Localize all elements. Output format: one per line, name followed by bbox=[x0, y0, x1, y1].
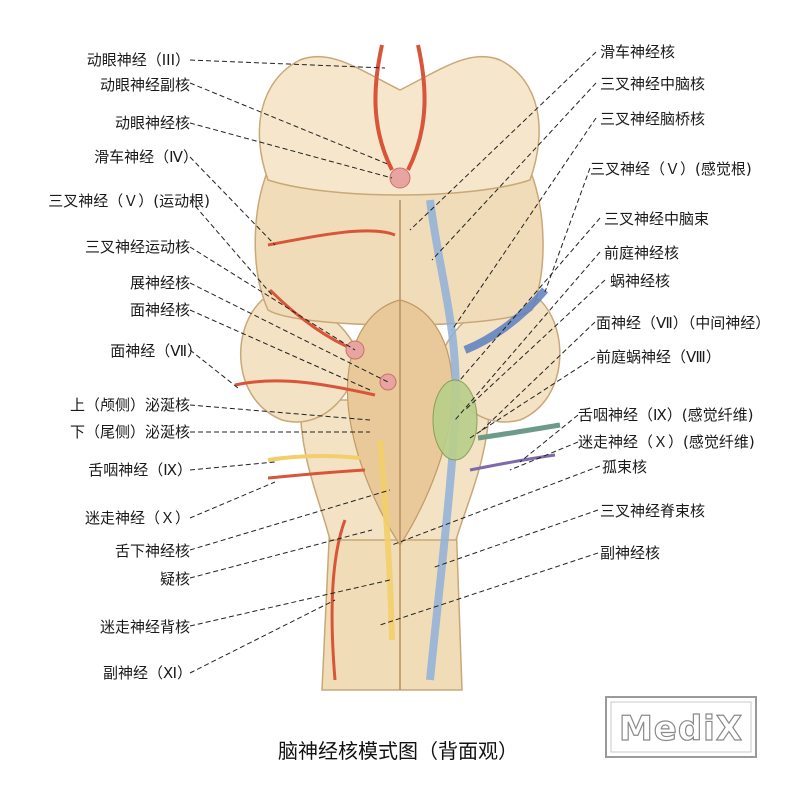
label-trigeminal-sensory-root: 三叉神经（Ｖ）(感觉根) bbox=[590, 160, 752, 178]
leader-lines-left bbox=[189, 59, 393, 674]
label-dorsal-vagal-nucleus: 迷走神经背核 bbox=[100, 618, 190, 636]
labels-right: 滑车神经核 三叉神经中脑核 三叉神经脑桥核 三叉神经（Ｖ）(感觉根) 三叉神经中… bbox=[578, 43, 770, 562]
accessory-nerve bbox=[330, 519, 347, 681]
oculomotor-nerve-left bbox=[373, 44, 394, 171]
oculomotor-nerve-right bbox=[406, 44, 427, 171]
label-vestibular-nucleus: 前庭神经核 bbox=[604, 244, 679, 262]
medix-logo: MediX bbox=[605, 696, 757, 758]
label-mesencephalic-trigeminal-nucleus: 三叉神经中脑核 bbox=[600, 75, 705, 93]
label-superior-salivatory-nucleus: 上（颅侧）泌涎核 bbox=[70, 396, 190, 414]
label-solitary-nucleus: 孤束核 bbox=[602, 458, 647, 476]
diagram-title: 脑神经核模式图（背面观） bbox=[278, 739, 518, 763]
label-hypoglossal-nucleus: 舌下神经核 bbox=[115, 542, 190, 560]
medix-logo-text: MediX bbox=[619, 709, 743, 749]
label-facial-nucleus: 面神经核 bbox=[130, 301, 190, 319]
leader-lines-right bbox=[379, 51, 606, 626]
label-facial-nerve: 面神经（Ⅶ） bbox=[110, 342, 202, 360]
label-cochlear-nucleus: 蜗神经核 bbox=[610, 272, 670, 290]
vestibulocochlear-nerve bbox=[477, 422, 561, 441]
label-nucleus-ambiguus: 疑核 bbox=[160, 570, 190, 588]
label-spinal-trigeminal-nucleus: 三叉神经脊束核 bbox=[600, 502, 705, 520]
midbrain bbox=[258, 55, 540, 196]
label-glossopharyngeal-nerve: 舌咽神经（Ⅸ） bbox=[88, 461, 192, 479]
vestibular-nucleus bbox=[432, 379, 478, 461]
labels-left: 动眼神经（III） 动眼神经副核 动眼神经核 滑车神经（Ⅳ） 三叉神经（Ｖ）(运… bbox=[48, 51, 210, 682]
label-pontine-trigeminal-nucleus: 三叉神经脑桥核 bbox=[600, 110, 705, 128]
label-vagus-sensory: 迷走神经（Ｘ）(感觉纤维) bbox=[578, 433, 755, 451]
trochlear-nerve bbox=[267, 229, 396, 247]
label-trochlear-nerve: 滑车神经（Ⅳ） bbox=[94, 148, 198, 166]
brainstem-illustration bbox=[234, 44, 561, 691]
oculomotor-nucleus bbox=[389, 167, 411, 189]
solitary-nucleus bbox=[377, 439, 395, 641]
label-inferior-salivatory-nucleus: 下（尾侧）泌涎核 bbox=[70, 423, 190, 441]
label-trigeminal-motor-root: 三叉神经（Ｖ）(运动根) bbox=[48, 192, 210, 210]
label-oculomotor-nerve: 动眼神经（III） bbox=[87, 51, 190, 69]
label-trigeminal-motor-nucleus: 三叉神经运动核 bbox=[85, 238, 190, 256]
abducens-nucleus bbox=[379, 373, 397, 391]
vagus-nerve bbox=[267, 468, 366, 480]
label-accessory-nucleus: 副神经核 bbox=[600, 544, 660, 562]
label-oculomotor-nucleus: 动眼神经核 bbox=[115, 114, 190, 132]
label-accessory-oculomotor-nucleus: 动眼神经副核 bbox=[100, 76, 190, 94]
facial-nerve bbox=[234, 379, 376, 397]
label-mesencephalic-trigeminal-tract: 三叉神经中脑束 bbox=[604, 210, 709, 228]
label-glossopharyngeal-sensory: 舌咽神经（Ⅸ）(感觉纤维) bbox=[578, 406, 753, 424]
label-accessory-nerve: 副神经（Ⅺ） bbox=[103, 664, 192, 682]
label-trochlear-nucleus: 滑车神经核 bbox=[600, 43, 675, 61]
label-vagus-nerve: 迷走神经（Ｘ） bbox=[85, 509, 190, 527]
label-vestibulocochlear-nerve: 前庭蜗神经（Ⅷ） bbox=[596, 348, 721, 366]
glossopharyngeal-nerve bbox=[267, 453, 361, 462]
label-abducens-nucleus: 展神经核 bbox=[130, 274, 190, 292]
label-intermediate-nerve: 面神经（Ⅶ）（中间神经） bbox=[596, 314, 770, 332]
sensory-fibers bbox=[469, 453, 556, 472]
